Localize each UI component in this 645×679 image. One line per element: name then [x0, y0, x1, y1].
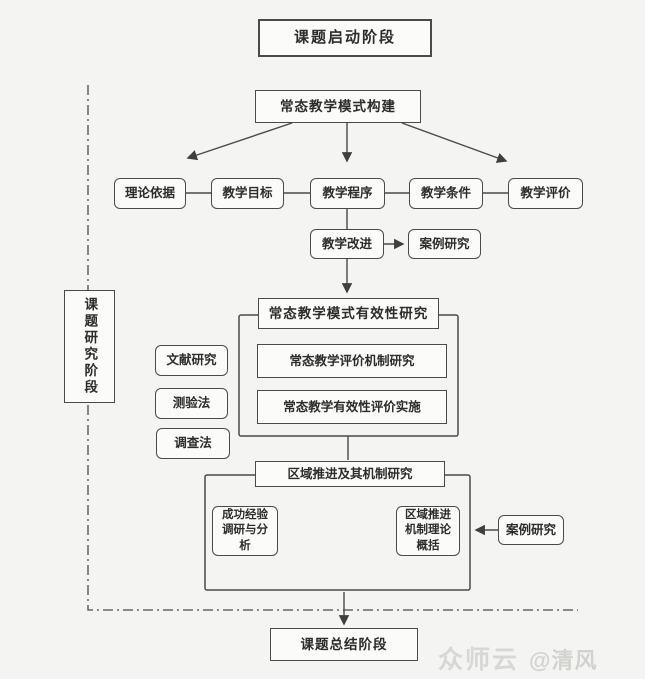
regional-title-box: 区域推进及其机制研究 [255, 461, 445, 487]
element-box-teaching-goal: 教学目标 [211, 178, 284, 209]
phase-summary-box: 课题总结阶段 [270, 628, 418, 661]
case-study-box-1: 案例研究 [408, 229, 481, 259]
method-box-literature: 文献研究 [155, 345, 228, 376]
method-box-test: 测验法 [155, 388, 228, 419]
case-study-box-2: 案例研究 [498, 515, 564, 545]
evaluation-implementation-box: 常态教学有效性评价实施 [257, 390, 447, 424]
phase-research-box: 课题研究阶段 [64, 290, 115, 403]
watermark-brand: 众师云 [438, 646, 520, 674]
improve-links [341, 209, 405, 294]
watermark: 众师云 @清风 [438, 640, 638, 676]
method-box-survey: 调查法 [156, 428, 230, 459]
phase-start-box: 课题启动阶段 [258, 19, 432, 57]
evaluation-mechanism-box: 常态教学评价机制研究 [257, 344, 447, 378]
element-box-teaching-procedure: 教学程序 [310, 178, 385, 209]
improve-box: 教学改进 [310, 229, 384, 259]
mechanism-theory-box: 区域推进机制理论概括 [396, 506, 460, 556]
effectiveness-title-box: 常态教学模式有效性研究 [258, 298, 439, 329]
watermark-handle: @清风 [529, 648, 598, 673]
experience-research-box: 成功经验调研与分析 [212, 506, 278, 556]
element-box-theory-basis: 理论依据 [114, 178, 186, 209]
phase-boundary-line [87, 85, 578, 611]
element-box-teaching-condition: 教学条件 [409, 178, 483, 209]
construction-title-box: 常态教学模式构建 [255, 90, 421, 123]
element-box-teaching-evaluation: 教学评价 [508, 178, 583, 209]
construction-fanout-arrows [186, 122, 508, 163]
